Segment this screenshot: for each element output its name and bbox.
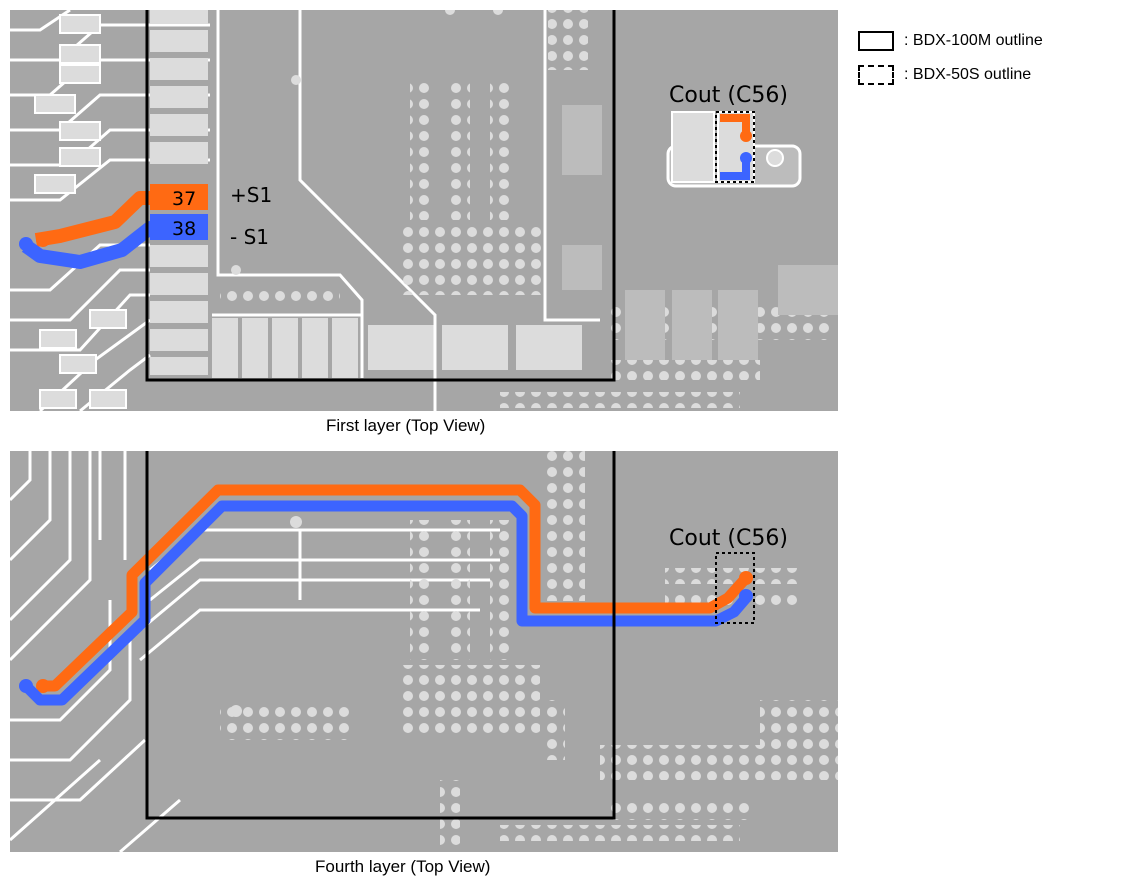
pin-37-pad (150, 184, 208, 210)
legend-dashed-item: : BDX-50S outline (858, 62, 1031, 88)
legend-solid-label: : BDX-100M outline (904, 32, 1043, 49)
pin-38-number: 38 (172, 218, 196, 240)
dashed-outline-swatch (858, 65, 894, 85)
first-layer-large-pads (562, 105, 838, 360)
first-layer-inner-traces (212, 10, 600, 411)
first-layer-caption: First layer (Top View) (326, 416, 486, 435)
first-layer-pcb (10, 10, 838, 411)
bdx100m-outline-first (145, 10, 616, 382)
legend-dashed-label: : BDX-50S outline (904, 66, 1032, 83)
bdx100m-outline-fourth (145, 451, 616, 820)
fourth-layer-caption: Fourth layer (Top View) (315, 857, 491, 876)
first-layer-components (34, 14, 127, 409)
pin-38-pad (150, 214, 208, 240)
first-layer-c56-area (666, 111, 802, 188)
c56-bdx50s-outline-fourth (715, 552, 755, 624)
fourth-layer-vias (220, 451, 838, 850)
legend-solid-item: : BDX-100M outline (858, 28, 1043, 54)
pin-37-number: 37 (172, 188, 196, 210)
first-layer-module-pins (150, 10, 582, 378)
first-layer-sense-traces (19, 184, 208, 269)
c56-bdx50s-outline-first (715, 111, 755, 183)
first-layer-cap-label: Cout (C56) (669, 83, 788, 108)
pin-37-signal: +S1 (230, 183, 272, 207)
pin-38-signal: - S1 (230, 225, 269, 249)
fourth-layer-cap-label: Cout (C56) (669, 526, 788, 551)
solid-outline-swatch (858, 31, 894, 51)
fourth-layer-pcb (10, 451, 838, 852)
